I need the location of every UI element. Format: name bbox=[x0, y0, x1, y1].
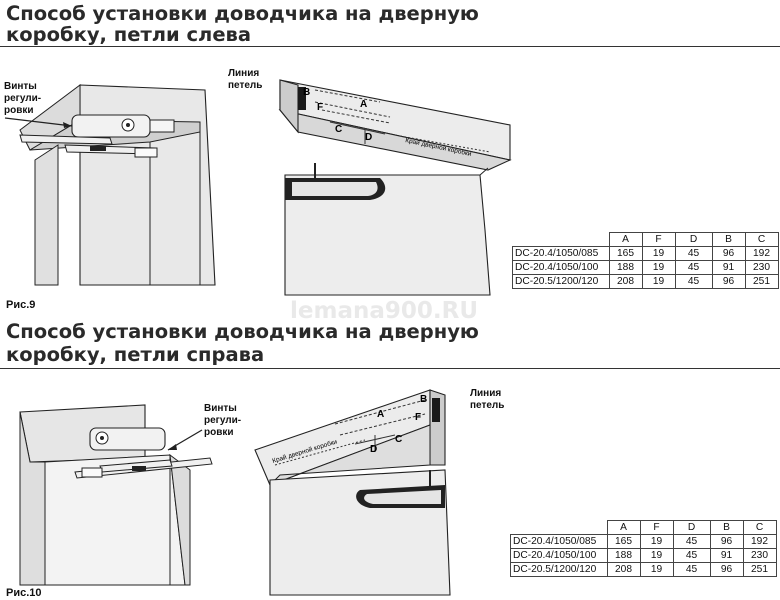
cell-c: 230 bbox=[742, 548, 777, 563]
model-cell: DC-20.4/1050/100 bbox=[512, 260, 610, 275]
cell-b: 91 bbox=[711, 260, 746, 275]
dim-c: C bbox=[335, 124, 342, 135]
cell-a: 208 bbox=[608, 274, 643, 289]
cell-f: 19 bbox=[639, 548, 674, 563]
cell-c: 192 bbox=[744, 246, 779, 261]
cell-d: 45 bbox=[672, 534, 711, 549]
hinge-line-marker bbox=[298, 87, 306, 110]
cell-f: 19 bbox=[641, 260, 676, 275]
col-header-f: F bbox=[641, 232, 676, 247]
table-row: DC-20.5/1200/120 208 19 45 96 251 bbox=[512, 274, 779, 289]
dim-d: D bbox=[370, 444, 377, 455]
model-cell: DC-20.4/1050/085 bbox=[510, 534, 608, 549]
col-header-a: A bbox=[606, 520, 641, 535]
table-row: DC-20.4/1050/100 188 19 45 91 230 bbox=[512, 260, 779, 275]
table-corner bbox=[510, 520, 608, 535]
cell-d: 45 bbox=[674, 246, 713, 261]
cell-a: 188 bbox=[606, 548, 641, 563]
model-cell: DC-20.4/1050/085 bbox=[512, 246, 610, 261]
model-cell: DC-20.5/1200/120 bbox=[512, 274, 610, 289]
screws-label-left: Винты регули- ровки bbox=[4, 81, 42, 116]
divider-top bbox=[0, 46, 780, 47]
col-header-b: B bbox=[709, 520, 744, 535]
table-row: DC-20.4/1050/085 165 19 45 96 192 bbox=[510, 534, 777, 549]
col-header-d: D bbox=[672, 520, 711, 535]
frame-diagram-right: B A F C D Край дверной коробки bbox=[254, 389, 451, 596]
cell-d: 45 bbox=[672, 548, 711, 563]
cell-b: 96 bbox=[711, 246, 746, 261]
cell-c: 230 bbox=[744, 260, 779, 275]
cell-d: 45 bbox=[674, 260, 713, 275]
dim-d: D bbox=[365, 132, 372, 143]
cell-f: 19 bbox=[639, 562, 674, 577]
closer-illustration-left bbox=[4, 84, 216, 286]
cell-a: 188 bbox=[608, 260, 643, 275]
table-row: DC-20.4/1050/100 188 19 45 91 230 bbox=[510, 548, 777, 563]
dim-f: F bbox=[317, 102, 323, 113]
hinge-line-label-right: Линия петель bbox=[470, 388, 505, 411]
cell-c: 192 bbox=[742, 534, 777, 549]
dim-f: F bbox=[415, 412, 421, 423]
cell-b: 91 bbox=[709, 548, 744, 563]
model-cell: DC-20.5/1200/120 bbox=[510, 562, 608, 577]
cell-b: 96 bbox=[709, 562, 744, 577]
figure-caption-right: Рис.10 bbox=[6, 587, 42, 599]
cell-f: 19 bbox=[639, 534, 674, 549]
hinge-line-label-left: Линия петель bbox=[228, 68, 263, 91]
cell-d: 45 bbox=[672, 562, 711, 577]
dimension-table-right: A F D B C DC-20.4/1050/085 165 19 45 96 … bbox=[510, 520, 777, 577]
frame-diagram-left: B A F C D Край дверной коробки bbox=[278, 79, 512, 296]
cell-d: 45 bbox=[674, 274, 713, 289]
divider-middle bbox=[0, 368, 780, 369]
cell-c: 251 bbox=[744, 274, 779, 289]
leader-line bbox=[4, 117, 73, 127]
closer-illustration-right bbox=[19, 404, 213, 586]
cell-a: 165 bbox=[606, 534, 641, 549]
col-header-b: B bbox=[711, 232, 746, 247]
cell-f: 19 bbox=[641, 274, 676, 289]
section-title-left-line2: коробку, петли слева bbox=[6, 23, 252, 46]
watermark: lemana900.RU bbox=[290, 298, 478, 324]
section-title-right-line1: Способ установки доводчика на дверную bbox=[6, 320, 479, 343]
cell-a: 208 bbox=[606, 562, 641, 577]
table-row: DC-20.4/1050/085 165 19 45 96 192 bbox=[512, 246, 779, 261]
dim-b: B bbox=[420, 394, 427, 405]
col-header-a: A bbox=[608, 232, 643, 247]
screws-label-right: Винты регули- ровки bbox=[204, 403, 242, 438]
model-cell: DC-20.4/1050/100 bbox=[510, 548, 608, 563]
dim-a: A bbox=[377, 409, 384, 420]
col-header-c: C bbox=[742, 520, 777, 535]
table-row: DC-20.5/1200/120 208 19 45 96 251 bbox=[510, 562, 777, 577]
col-header-d: D bbox=[674, 232, 713, 247]
dimension-table-left: A F D B C DC-20.4/1050/085 165 19 45 96 … bbox=[512, 232, 779, 289]
cell-f: 19 bbox=[641, 246, 676, 261]
dim-a: A bbox=[360, 99, 367, 110]
col-header-f: F bbox=[639, 520, 674, 535]
cell-a: 165 bbox=[608, 246, 643, 261]
cell-b: 96 bbox=[711, 274, 746, 289]
cell-c: 251 bbox=[742, 562, 777, 577]
dim-c: C bbox=[395, 434, 402, 445]
table-corner bbox=[512, 232, 610, 247]
cell-b: 96 bbox=[709, 534, 744, 549]
col-header-c: C bbox=[744, 232, 779, 247]
section-title-left-line1: Способ установки доводчика на дверную bbox=[6, 2, 479, 25]
figure-caption-left: Рис.9 bbox=[6, 299, 36, 311]
section-title-right-line2: коробку, петли справа bbox=[6, 343, 265, 366]
dim-b: B bbox=[303, 87, 310, 98]
